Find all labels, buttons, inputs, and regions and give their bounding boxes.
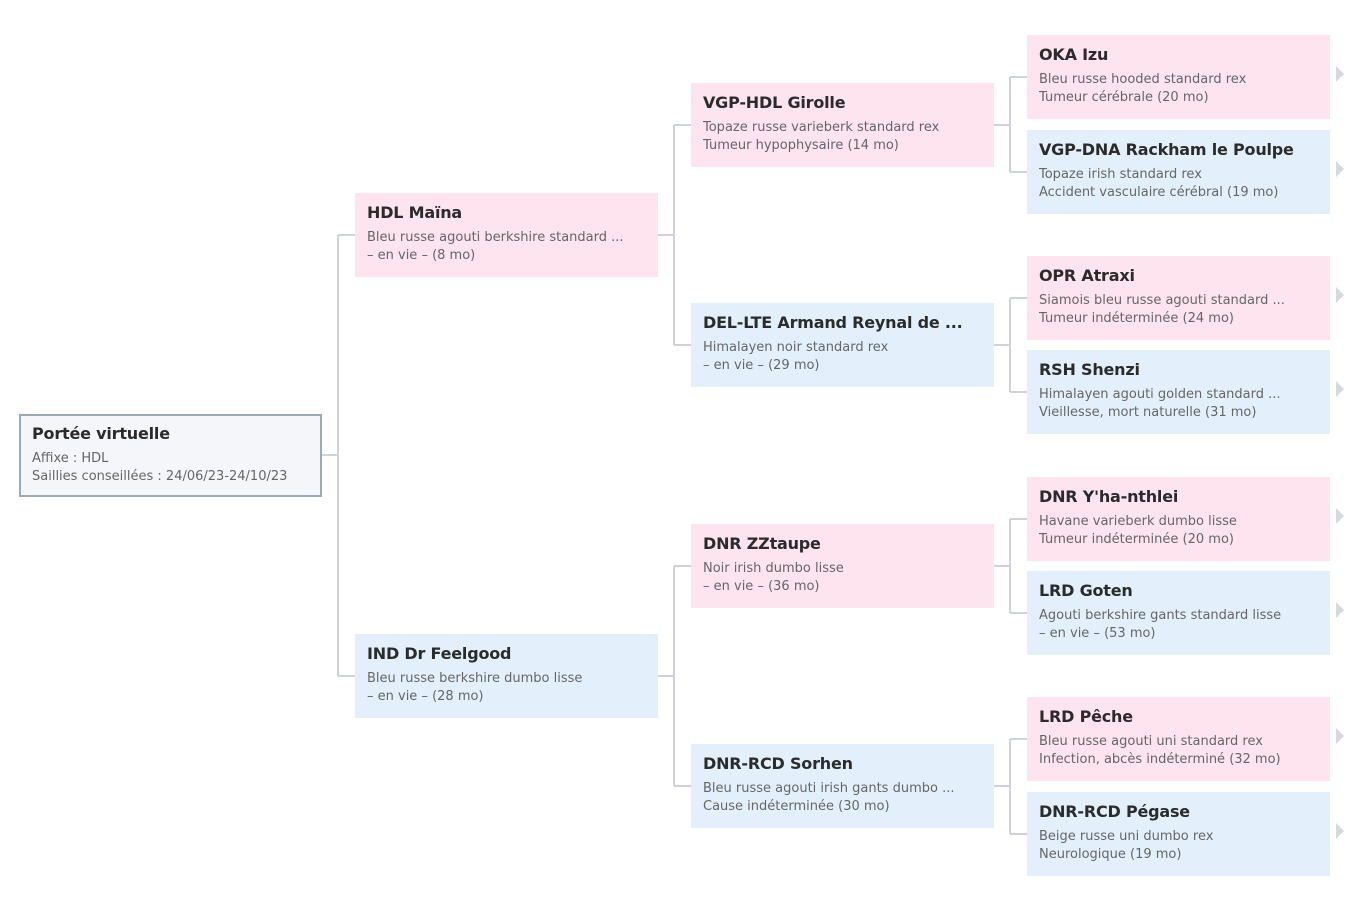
- node-status: Vieillesse, mort naturelle (31 mo): [1039, 404, 1257, 420]
- node-name: VGP-HDL Girolle: [703, 93, 846, 112]
- connector-gp4: [994, 738, 1027, 835]
- grandparent-node[interactable]: DNR ZZtaupe Noir irish dumbo lisse – en …: [691, 524, 994, 608]
- node-status: – en vie – (28 mo): [367, 688, 484, 704]
- node-name: DNR-RCD Pégase: [1039, 802, 1190, 821]
- chevron-right-icon[interactable]: [1336, 602, 1344, 618]
- node-status: Tumeur indéterminée (20 mo): [1039, 531, 1234, 547]
- connector-gp3: [994, 518, 1027, 614]
- great-grandparent-node[interactable]: RSH Shenzi Himalayen agouti golden stand…: [1027, 350, 1330, 434]
- node-status: Neurologique (19 mo): [1039, 846, 1182, 862]
- node-description: Bleu russe agouti uni standard rex: [1039, 734, 1263, 749]
- grandparent-node[interactable]: DEL-LTE Armand Reynal de ... Himalayen n…: [691, 303, 994, 387]
- node-status: Cause indéterminée (30 mo): [703, 798, 890, 814]
- node-status: – en vie – (29 mo): [703, 357, 820, 373]
- chevron-right-icon[interactable]: [1336, 287, 1344, 303]
- node-title: Portée virtuelle: [32, 424, 170, 443]
- chevron-right-icon[interactable]: [1336, 161, 1344, 177]
- great-grandparent-node[interactable]: OPR Atraxi Siamois bleu russe agouti sta…: [1027, 256, 1330, 340]
- great-grandparent-node[interactable]: LRD Goten Agouti berkshire gants standar…: [1027, 571, 1330, 655]
- node-description: Himalayen noir standard rex: [703, 340, 889, 355]
- great-grandparent-node[interactable]: DNR Y'ha-nthlei Havane varieberk dumbo l…: [1027, 477, 1330, 561]
- node-description: Bleu russe agouti irish gants dumbo ...: [703, 781, 955, 796]
- node-status: – en vie – (36 mo): [703, 578, 820, 594]
- node-name: RSH Shenzi: [1039, 360, 1140, 379]
- node-status: – en vie – (53 mo): [1039, 625, 1156, 641]
- grandparent-node[interactable]: DNR-RCD Sorhen Bleu russe agouti irish g…: [691, 744, 994, 828]
- node-name: OKA Izu: [1039, 45, 1109, 64]
- chevron-right-icon[interactable]: [1336, 823, 1344, 839]
- node-description: Beige russe uni dumbo rex: [1039, 829, 1214, 844]
- node-name: DNR-RCD Sorhen: [703, 754, 853, 773]
- node-description: Noir irish dumbo lisse: [703, 561, 844, 576]
- node-name: OPR Atraxi: [1039, 266, 1135, 285]
- node-status: Tumeur indéterminée (24 mo): [1039, 310, 1234, 326]
- connector-gp2: [994, 297, 1027, 393]
- chevron-right-icon[interactable]: [1336, 66, 1344, 82]
- virtual-litter-node[interactable]: Portée virtuelle Affixe : HDL Saillies c…: [19, 414, 322, 497]
- node-status: Accident vasculaire cérébral (19 mo): [1039, 184, 1279, 200]
- node-name: DNR ZZtaupe: [703, 534, 821, 553]
- node-name: DNR Y'ha-nthlei: [1039, 487, 1179, 506]
- node-name: VGP-DNA Rackham le Poulpe: [1039, 140, 1294, 159]
- node-description: Himalayen agouti golden standard ...: [1039, 387, 1281, 402]
- node-status: Infection, abcès indéterminé (32 mo): [1039, 751, 1281, 767]
- connector-dam-grandparents: [658, 124, 691, 346]
- node-status: – en vie – (8 mo): [367, 247, 476, 263]
- connector-root-parents: [321, 234, 355, 677]
- chevron-right-icon[interactable]: [1336, 381, 1344, 397]
- connector-gp1: [994, 76, 1027, 173]
- node-description: Agouti berkshire gants standard lisse: [1039, 608, 1282, 623]
- node-description: Bleu russe berkshire dumbo lisse: [367, 671, 583, 686]
- great-grandparent-node[interactable]: VGP-DNA Rackham le Poulpe Topaze irish s…: [1027, 130, 1330, 214]
- node-name: IND Dr Feelgood: [367, 644, 512, 663]
- node-mating-dates: Saillies conseillées : 24/06/23-24/10/23: [32, 468, 288, 484]
- node-name: DEL-LTE Armand Reynal de ...: [703, 313, 963, 332]
- grandparent-node[interactable]: VGP-HDL Girolle Topaze russe varieberk s…: [691, 83, 994, 167]
- node-description: Havane varieberk dumbo lisse: [1039, 514, 1237, 529]
- great-grandparent-node[interactable]: DNR-RCD Pégase Beige russe uni dumbo rex…: [1027, 792, 1330, 876]
- node-description: Bleu russe hooded standard rex: [1039, 72, 1247, 87]
- connector-sire-grandparents: [658, 565, 691, 787]
- node-description: Bleu russe agouti berkshire standard ...: [367, 230, 624, 245]
- node-name: LRD Goten: [1039, 581, 1133, 600]
- chevron-right-icon[interactable]: [1336, 508, 1344, 524]
- node-status: Tumeur hypophysaire (14 mo): [703, 137, 899, 153]
- node-name: HDL Maïna: [367, 203, 463, 222]
- node-status: Tumeur cérébrale (20 mo): [1039, 89, 1209, 105]
- node-affix: Affixe : HDL: [32, 451, 109, 466]
- great-grandparent-node[interactable]: OKA Izu Bleu russe hooded standard rex T…: [1027, 35, 1330, 119]
- node-description: Siamois bleu russe agouti standard ...: [1039, 293, 1285, 308]
- chevron-right-icon[interactable]: [1336, 728, 1344, 744]
- node-name: LRD Pêche: [1039, 707, 1133, 726]
- sire-node[interactable]: IND Dr Feelgood Bleu russe berkshire dum…: [355, 634, 658, 718]
- dam-node[interactable]: HDL Maïna Bleu russe agouti berkshire st…: [355, 193, 658, 277]
- node-description: Topaze russe varieberk standard rex: [703, 120, 940, 135]
- node-description: Topaze irish standard rex: [1039, 167, 1202, 182]
- great-grandparent-node[interactable]: LRD Pêche Bleu russe agouti uni standard…: [1027, 697, 1330, 781]
